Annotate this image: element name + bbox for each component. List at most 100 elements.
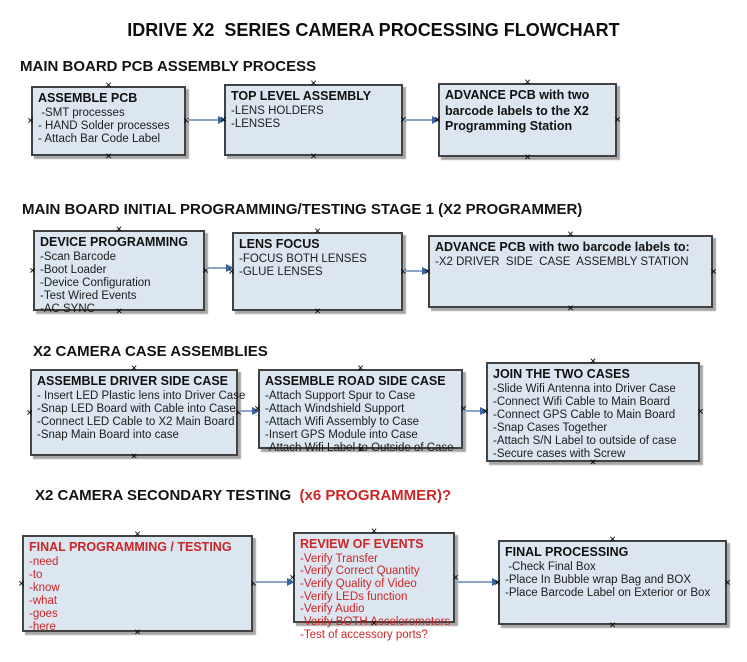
connection-handle-icon: ✕	[201, 265, 210, 275]
flow-box-advance-pcb-to-case-assembly-station: ADVANCE PCB with two barcode labels to: …	[424, 230, 717, 313]
connection-handle-icon: ✕	[723, 577, 732, 587]
section-heading-red-text: (x6 PROGRAMMER)?	[299, 487, 452, 504]
connection-handle-icon: ✕	[28, 265, 37, 275]
section-heading-camera-case-assemblies: X2 CAMERA CASE ASSEMBLIES	[33, 343, 268, 360]
flow-box-join-the-two-cases: JOIN THE TWO CASES -Slide Wifi Antenna i…	[482, 357, 704, 467]
connection-handle-icon: ✕	[104, 151, 113, 161]
connection-handle-icon: ✕	[115, 306, 123, 316]
connection-handle-icon: ✕	[253, 403, 262, 414]
connection-handle-icon: ✕	[451, 572, 460, 582]
flow-box-review-of-events: REVIEW OF EVENTS -Verify Transfer-Verify…	[289, 527, 459, 641]
connection-handle-icon: ✕	[182, 116, 191, 126]
connection-handle-icon: ✕	[356, 444, 365, 454]
box-title: ASSEMBLE ROAD SIDE CASE	[265, 374, 446, 388]
connection-handle-icon: ✕	[370, 618, 378, 628]
box-item: -Connect Wifi Cable to Main Board	[493, 395, 671, 408]
connector-arrow	[404, 115, 440, 124]
connection-handle-icon: ✕	[696, 406, 705, 417]
box-item: -Verify Audio	[300, 603, 365, 616]
section-heading-text: MAIN BOARD INITIAL PROGRAMMING/TESTING S…	[22, 201, 583, 218]
box-item: -AC SYNC	[40, 302, 95, 315]
box-item: -Insert GPS Module into Case	[265, 428, 418, 441]
connection-handle-icon: ✕	[234, 407, 243, 417]
box-item-list: - Insert LED Plastic lens into Driver Ca…	[37, 390, 245, 442]
box-item-list: -Slide Wifi Antenna into Driver Case-Con…	[493, 383, 693, 461]
box-item: -Slide Wifi Antenna into Driver Case	[493, 382, 676, 395]
connector-arrow	[187, 115, 226, 124]
box-item-list: -SMT processes- HAND Solder processes- A…	[38, 107, 179, 146]
connection-handle-icon: ✕	[227, 266, 236, 276]
box-item: -Snap LED Board with Cable into Case	[37, 402, 236, 415]
box-title: ADVANCE PCB with two barcode labels to t…	[445, 88, 593, 133]
connection-handle-icon: ✕	[523, 152, 532, 162]
flow-box-lens-focus: LENS FOCUS -FOCUS BOTH LENSES-GLUE LENSE…	[228, 227, 407, 316]
connection-handle-icon: ✕	[459, 403, 468, 414]
box-item: -Test of accessory ports?	[300, 628, 428, 641]
box-item-list: -X2 DRIVER SIDE CASE ASSEMBLY STATION	[435, 256, 706, 269]
box-item: -Verify Correct Quantity	[300, 565, 420, 578]
connection-handle-icon: ✕	[481, 406, 490, 417]
connection-handle-icon: ✕	[313, 306, 322, 316]
box-item: -Verify LEDs function	[300, 590, 408, 603]
box-item: -Attach Wifi Label to Outside of Case	[265, 441, 454, 454]
box-item: -Boot Loader	[40, 263, 107, 276]
flow-box-assemble-driver-side-case: ASSEMBLE DRIVER SIDE CASE - Insert LED P…	[26, 364, 245, 461]
box-title: DEVICE PROGRAMMING	[40, 235, 188, 249]
box-item-list: -Verify Transfer-Verify Correct Quantity…	[300, 552, 450, 642]
box-item: -Connect LED Cable to X2 Main Board	[37, 415, 235, 428]
connection-handle-icon: ✕	[608, 534, 617, 544]
connection-handle-icon: ✕	[589, 457, 597, 467]
flow-box-final-processing: FINAL PROCESSING -Check Final Box-Place …	[494, 535, 731, 630]
box-item: -Connect GPS Cable to Main Board	[493, 408, 676, 421]
box-item: -to	[29, 568, 43, 581]
section-heading-main-board-pcb-assembly: MAIN BOARD PCB ASSEMBLY PROCESS	[20, 58, 316, 75]
box-item: -Test Wired Events	[40, 289, 137, 302]
box-title: ASSEMBLE DRIVER SIDE CASE	[37, 374, 229, 388]
connection-handle-icon: ✕	[309, 78, 318, 88]
box-item: -Attach Wifi Assembly to Case	[265, 415, 420, 428]
connection-handle-icon: ✕	[589, 356, 597, 366]
box-item: -GLUE LENSES	[239, 265, 323, 278]
connection-handle-icon: ✕	[115, 224, 123, 234]
box-item: -Place Barcode Label on Exterior or Box	[505, 586, 711, 599]
connector-arrow	[254, 577, 295, 586]
flow-box-top-level-assembly: TOP LEVEL ASSEMBLY -LENS HOLDERS-LENSES …	[220, 79, 407, 161]
flow-box-advance-pcb-to-programming-station: ADVANCE PCB with two barcode labels to t…	[434, 78, 621, 162]
box-item: -LENSES	[231, 117, 281, 130]
connection-handle-icon: ✕	[433, 114, 442, 125]
box-item-list: -FOCUS BOTH LENSES-GLUE LENSES	[239, 253, 396, 279]
box-title: FINAL PROGRAMMING / TESTING	[29, 540, 232, 554]
box-item: -Attach Support Spur to Case	[265, 389, 416, 402]
connection-handle-icon: ✕	[356, 363, 365, 373]
box-item: -Verify Quality of Video	[300, 577, 417, 590]
box-item-list: -Check Final Box-Place In Bubble wrap Ba…	[505, 561, 720, 600]
box-title: REVIEW OF EVENTS	[300, 537, 424, 551]
connector-arrow	[239, 406, 260, 415]
connection-handle-icon: ✕	[26, 115, 35, 126]
box-item: -Snap Main Board into case	[37, 428, 179, 441]
connection-handle-icon: ✕	[288, 572, 297, 582]
box-item: -Snap Cases Together	[493, 421, 608, 434]
box-item-list: -need-to-know-what-goes-here	[29, 556, 246, 634]
flow-box-assemble-pcb: ASSEMBLE PCB -SMT processes- HAND Solder…	[27, 81, 190, 161]
section-heading-secondary-testing: X2 CAMERA SECONDARY TESTING (x6 PROGRAMM…	[35, 487, 451, 504]
connection-handle-icon: ✕	[133, 627, 142, 637]
section-heading-text: X2 CAMERA SECONDARY TESTING	[35, 487, 300, 504]
connection-handle-icon: ✕	[613, 114, 622, 125]
box-item: -Attach Windshield Support	[265, 402, 405, 415]
box-item: -Verify Transfer	[300, 552, 378, 565]
box-item: -Check Final Box	[505, 560, 596, 573]
box-item: -what	[29, 594, 58, 607]
section-heading-text: MAIN BOARD PCB ASSEMBLY PROCESS	[20, 58, 317, 75]
box-item: -Place In Bubble wrap Bag and BOX	[505, 573, 692, 586]
box-title: ADVANCE PCB with two barcode labels to:	[435, 240, 690, 254]
box-item: -here	[29, 620, 56, 633]
connection-handle-icon: ✕	[608, 620, 617, 630]
connection-handle-icon: ✕	[399, 267, 408, 276]
box-item: -LENS HOLDERS	[231, 104, 324, 117]
connection-handle-icon: ✕	[566, 303, 575, 313]
connection-handle-icon: ✕	[399, 115, 408, 125]
box-item: - Attach Bar Code Label	[38, 132, 161, 145]
box-item-list: -LENS HOLDERS-LENSES	[231, 105, 396, 131]
box-item: - HAND Solder processes	[38, 119, 170, 132]
